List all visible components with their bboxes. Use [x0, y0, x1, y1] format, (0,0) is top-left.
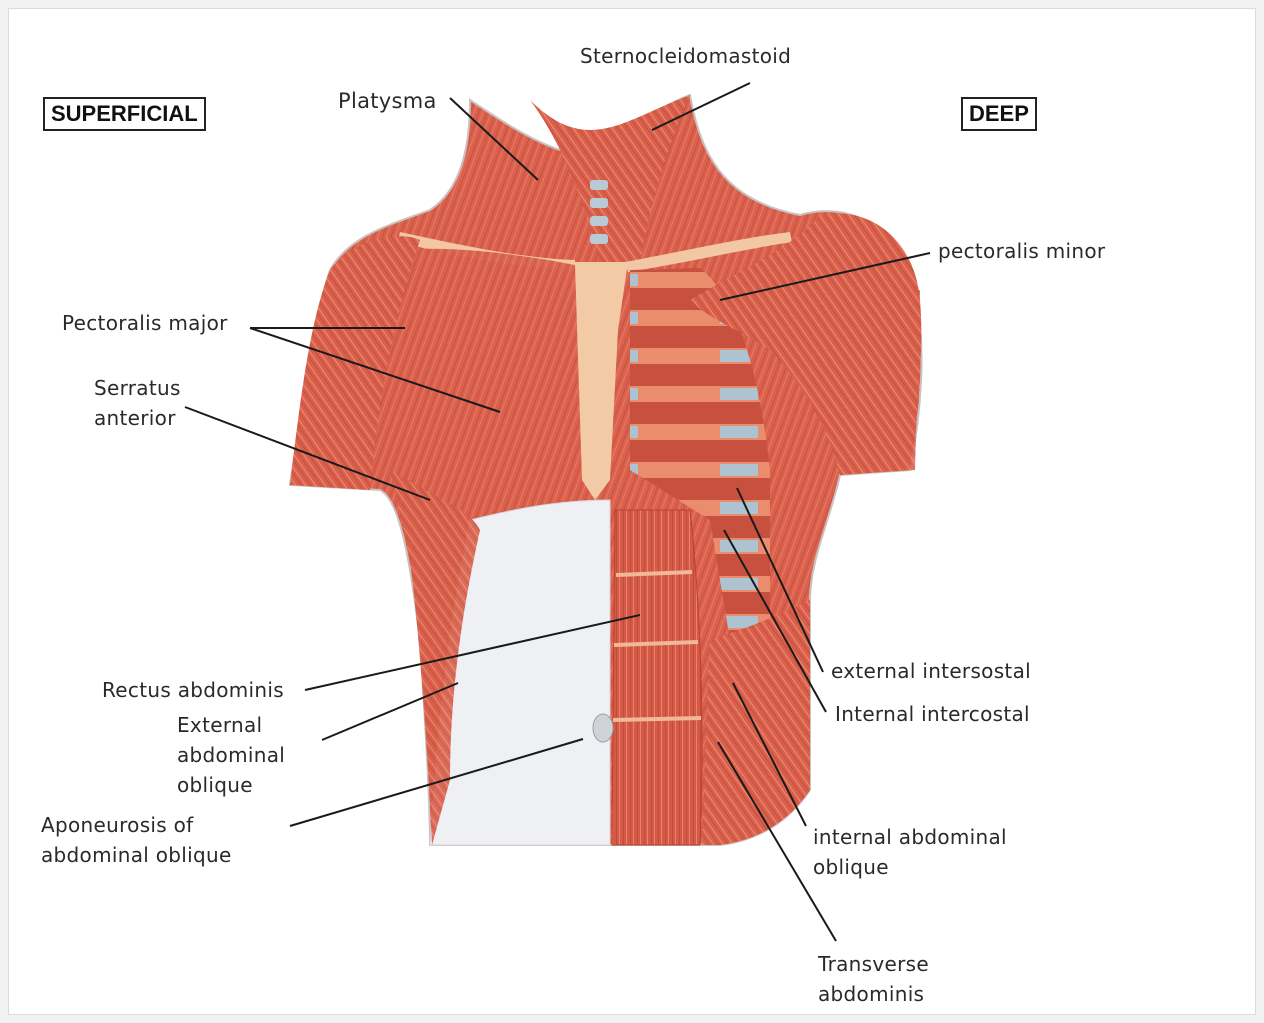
label-platysma: Platysma [338, 86, 437, 116]
label-external-abdominal-oblique: External abdominal oblique [177, 710, 285, 800]
label-sternocleidomastoid: Sternocleidomastoid [580, 41, 791, 71]
muscle-body [290, 95, 922, 845]
header-deep: DEEP [961, 97, 1037, 131]
label-internal-abdominal-oblique: internal abdominal oblique [813, 822, 1007, 882]
label-external-intercostal: external intersostal [831, 656, 1031, 686]
label-rectus-abdominis: Rectus abdominis [102, 675, 284, 705]
rectus-abdominis-shape [612, 510, 702, 845]
label-serratus-anterior: Serratus anterior [94, 373, 181, 433]
label-pectoralis-minor: pectoralis minor [938, 236, 1105, 266]
umbilicus [593, 714, 613, 742]
label-transverse-abdominis: Transverse abdominis [818, 949, 929, 1009]
label-internal-intercostal: Internal intercostal [835, 699, 1030, 729]
header-superficial: SUPERFICIAL [43, 97, 206, 131]
label-aponeurosis: Aponeurosis of abdominal oblique [41, 810, 232, 870]
label-pectoralis-major: Pectoralis major [62, 308, 228, 338]
arm-stub [840, 290, 920, 475]
